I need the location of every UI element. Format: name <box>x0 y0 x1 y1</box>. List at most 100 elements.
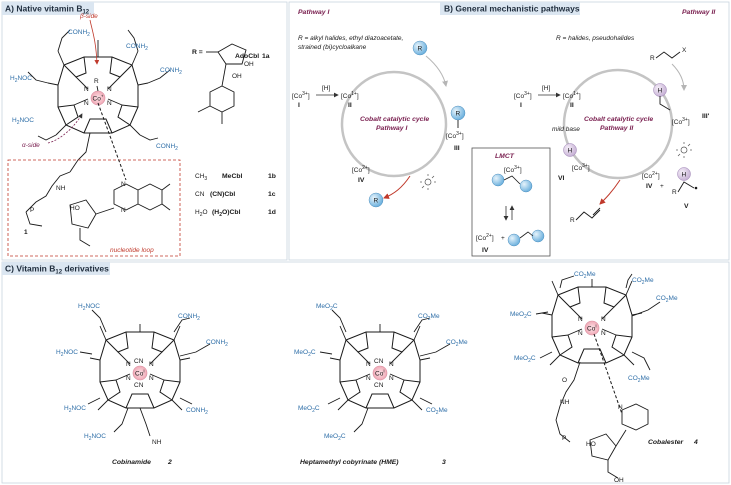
c2-roman-i: I <box>520 102 522 109</box>
c2-roman-vi: VI <box>558 175 565 182</box>
lmct-co3: [Co3+] <box>504 165 522 174</box>
side-chains-a <box>27 29 171 173</box>
h-ball-vi <box>563 143 577 157</box>
c1-roman-iv: IV <box>358 177 365 184</box>
cycle2-title-2: Pathway II <box>600 125 633 132</box>
cobalester-co2me-right: CO2Me <box>656 295 678 304</box>
lmct-plus: + <box>501 235 505 242</box>
r-axial-label: R <box>94 78 99 85</box>
h-ball-vi-label: H <box>568 148 573 155</box>
r-ball-1 <box>412 40 428 56</box>
c2-co3: [Co3+] <box>514 91 532 100</box>
cn-label: CN <box>195 191 205 198</box>
c2-roman-iv: IV <box>646 183 653 190</box>
c2-co2: [Co2+] <box>642 171 660 180</box>
cobalester-structure: CoI <box>541 278 643 366</box>
panel-c-header <box>2 262 110 275</box>
cobalester-oh-label: OH <box>614 477 624 484</box>
panel-b: B) General mechanistic pathways Pathway … <box>288 1 730 261</box>
c2-plus: + <box>660 183 664 190</box>
r-radical-label: R <box>374 198 379 205</box>
cycle1-title-1: Cobalt catalytic cycle <box>360 116 429 123</box>
cobinamide-h2noc-left: H2NOC <box>56 349 78 358</box>
pathway2-label: Pathway II <box>682 9 715 16</box>
panel-a-title: A) Native vitamin B12 <box>5 4 90 16</box>
conh2-lower-right: CONH2 <box>156 143 178 152</box>
light-icon-2 <box>676 142 692 158</box>
cycle2-ring <box>562 68 674 180</box>
h2noc-left: H2NOC <box>10 75 32 84</box>
hme-structure: CoI CN CN <box>329 323 431 411</box>
mecbl-number: 1b <box>268 173 276 180</box>
adenosyl-structure <box>197 43 247 124</box>
hme-meo2c-lower: MeO2C <box>298 405 320 414</box>
panel-b-header <box>440 2 580 15</box>
cobalester-n-label: N <box>618 404 623 411</box>
c1-h-reagent: [H] <box>322 85 331 92</box>
r1-def-line2: strained (bi)cycloalkane <box>298 44 367 51</box>
c1-roman-i: I <box>298 102 300 109</box>
c2-h-reagent: [H] <box>542 85 551 92</box>
cobinamide-structure: CoI CN CN <box>89 323 191 411</box>
cobinamide-h2noc-top: H2NOC <box>78 303 100 312</box>
c2-roman-ii: II <box>570 102 574 109</box>
adocbl-name: AdoCbl <box>235 53 259 60</box>
r1-def-line1: R = alkyl halides, ethyl diazoacetate, <box>298 35 404 42</box>
cobinamide-co: CoI <box>135 369 145 378</box>
panel-c-frame <box>1 261 730 484</box>
cobinamide-conh2-lower: CONH2 <box>186 407 208 416</box>
hme-meo2c-top: MeO2C <box>316 303 338 312</box>
c2-roman-iii-prime: III' <box>702 113 710 120</box>
light-icon-1 <box>420 174 436 190</box>
hme-co: CoI <box>375 369 385 378</box>
co-center-label: Co+ <box>93 94 104 103</box>
nucleotide-structure <box>25 171 171 247</box>
r2-def: R = halides, pseudohalides <box>556 35 635 42</box>
panel-c-title: C) Vitamin B12 derivatives <box>5 264 109 276</box>
c2-x-label: X <box>682 47 687 54</box>
conh2-right: CONH2 <box>160 67 182 76</box>
nucleotide-loop-label: nucleotide loop <box>110 247 154 254</box>
ho-label: HO <box>70 205 80 212</box>
c2-roman-v: V <box>684 203 689 210</box>
cobalester-p-label: P <box>562 435 566 442</box>
svg-text:CN: CN <box>134 382 144 389</box>
lmct-co2: [Co2+] <box>476 233 494 242</box>
panel-c: C) Vitamin B12 derivatives CoI CN CN H2N… <box>1 261 730 484</box>
cobalester-co: CoI <box>587 324 597 333</box>
c1-co3-iii: [Co3+] <box>446 131 464 140</box>
n-label-2: N <box>121 207 126 214</box>
cycle1-title-2: Pathway I <box>376 125 407 132</box>
panel-a: A) Native vitamin B12 Co+ R CONH2 CONH2 … <box>1 1 288 261</box>
h-ball-v-label: H <box>682 172 687 179</box>
cobinamide-conh2-right: CONH2 <box>206 339 228 348</box>
hme-co2me-right: CO2Me <box>446 339 468 348</box>
svg-text:CN: CN <box>134 358 144 365</box>
alkene-r-label: R <box>570 217 575 224</box>
beta-side-label: β-side <box>79 13 98 20</box>
cobalester-meo2c-left: MeO2C <box>510 311 532 320</box>
pathway1-label: Pathway I <box>298 9 329 16</box>
h2ocbl-number: 1d <box>268 209 276 216</box>
cncbl-name: (CN)Cbl <box>210 191 235 198</box>
hme-meo2c-bottom: MeO2C <box>324 433 346 442</box>
cobalester-o-label: O <box>562 377 567 384</box>
cycle2-title-1: Cobalt catalytic cycle <box>584 116 653 123</box>
compound-1-number: 1 <box>24 229 28 236</box>
c2-co1: [Co1+] <box>563 91 581 100</box>
h-ball-v <box>677 167 691 181</box>
conh2-top-left: CONH2 <box>68 29 90 38</box>
cobalester-ho-label: HO <box>586 441 596 448</box>
panel-a-frame <box>1 1 288 261</box>
c2-r-label: R <box>650 55 655 62</box>
c1-co3: [Co3+] <box>292 91 310 100</box>
cobinamide-nh-label: NH <box>152 439 162 446</box>
hme-name: Heptamethyl cobyrinate (HME) <box>300 459 399 466</box>
c2-co3-vi: [Co3+] <box>572 163 590 172</box>
cobinamide-h2noc-bottom: H2NOC <box>84 433 106 442</box>
cobinamide-number: 2 <box>167 459 172 466</box>
adocbl-number: 1a <box>262 53 270 60</box>
oh-1: OH <box>244 61 254 68</box>
